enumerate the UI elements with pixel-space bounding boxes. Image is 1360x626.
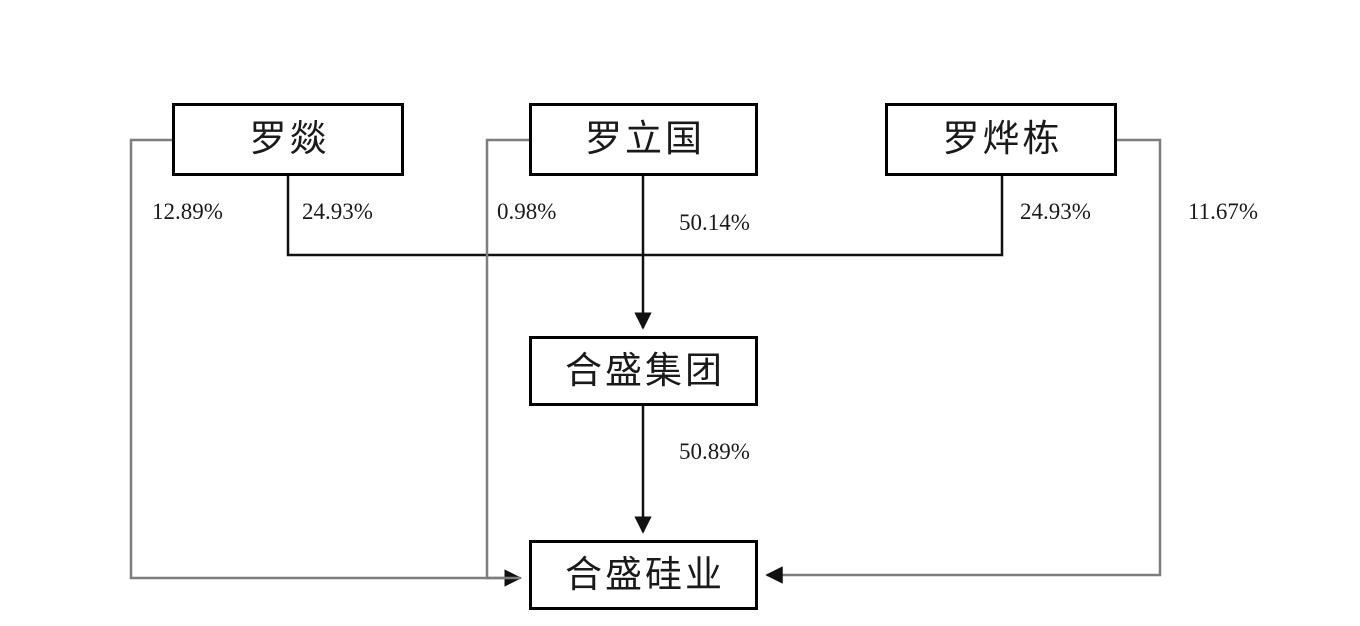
edge-label-luoyedong-silicon: 11.67% [1188, 199, 1259, 224]
node-hesheng-group[interactable]: 合盛集团 [529, 336, 758, 406]
node-label-hesheng-silicon: 合盛硅业 [565, 554, 725, 596]
edge-luoyedong-silicon [765, 138, 1162, 584]
edge-luoliguo-silicon [485, 138, 529, 580]
edge-luoyi-silicon [129, 138, 522, 587]
edge-luoyi-group [286, 176, 643, 257]
edge-label-luoliguo-group: 50.14% [679, 210, 750, 235]
edge-luoyedong-group [643, 176, 1004, 257]
edge-label-luoliguo-silicon: 0.98% [497, 199, 557, 224]
node-label-luo-yedong: 罗烨栋 [942, 119, 1063, 160]
node-luo-yedong[interactable]: 罗烨栋 [885, 103, 1117, 176]
node-label-luo-yi: 罗燚 [249, 119, 330, 160]
edge-label-luoyedong-group: 24.93% [1020, 199, 1091, 224]
node-hesheng-silicon[interactable]: 合盛硅业 [529, 540, 758, 610]
edge-label-group-silicon: 50.89% [679, 439, 750, 464]
node-luo-liguo[interactable]: 罗立国 [529, 103, 758, 176]
edge-label-luoyi-group: 24.93% [302, 199, 373, 224]
node-label-hesheng-group: 合盛集团 [565, 350, 725, 392]
edge-label-luoyi-silicon: 12.89% [152, 199, 223, 224]
node-luo-yi[interactable]: 罗燚 [172, 103, 404, 176]
node-label-luo-liguo: 罗立国 [585, 119, 705, 160]
